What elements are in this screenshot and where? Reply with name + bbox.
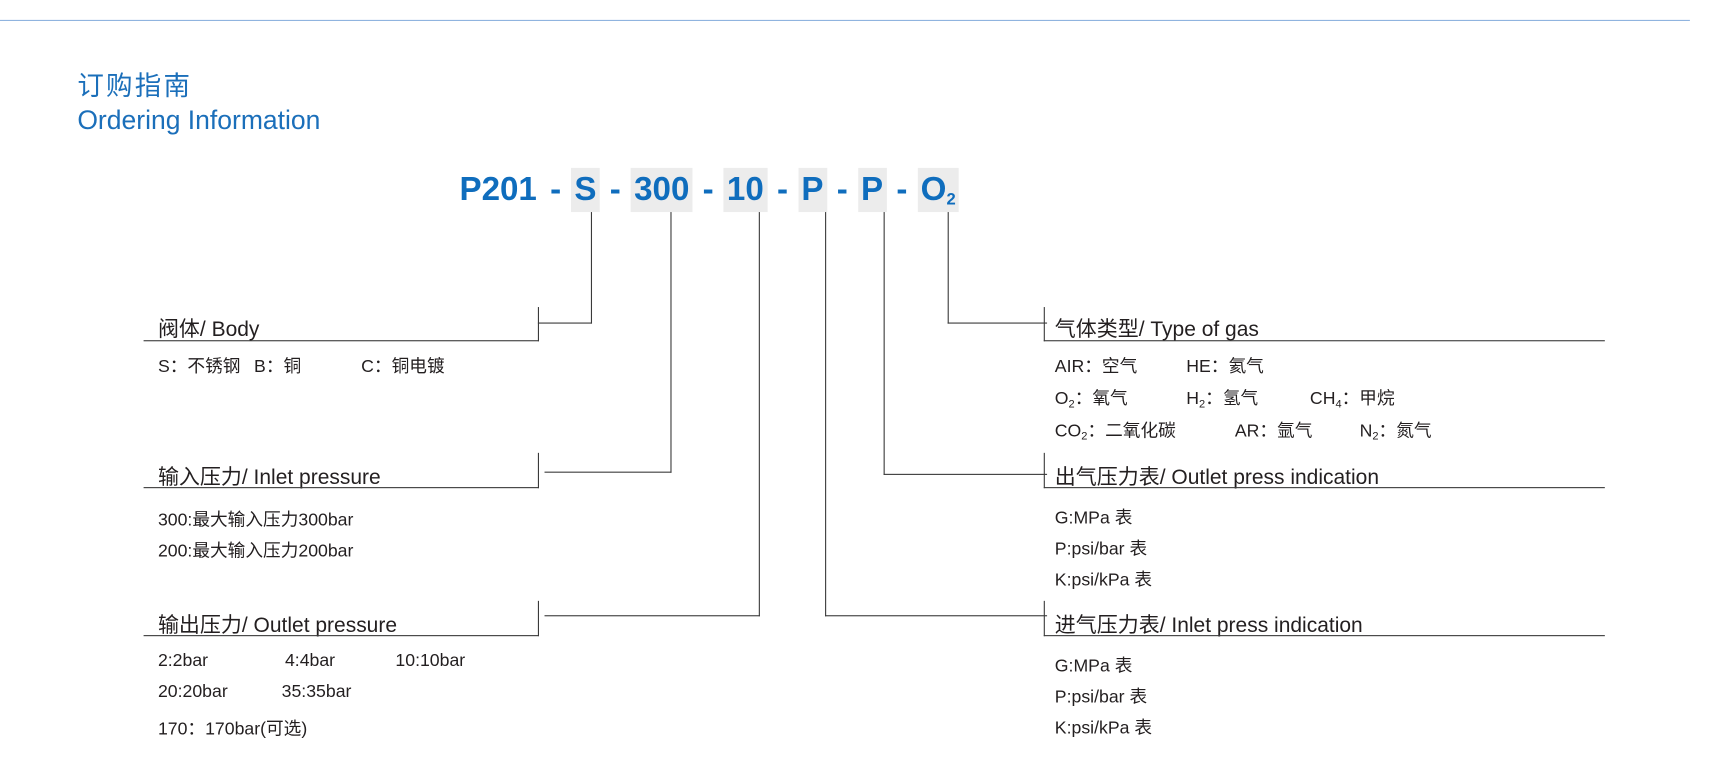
connector-outlet (758, 212, 760, 617)
section-bracket (537, 600, 539, 637)
title-chinese: 订购指南 (77, 71, 193, 102)
code-body: S (571, 167, 600, 213)
gas-option: AIR：空气 (1054, 357, 1138, 377)
outlet-pressure-heading: 输出压力/ Outlet pressure (157, 614, 398, 638)
connector-inlet (544, 471, 672, 473)
code-inlet-gauge: P (798, 167, 827, 213)
gas-type-heading: 气体类型/ Type of gas (1054, 318, 1259, 342)
connector-gas (947, 212, 949, 324)
code-gas-symbol: O (920, 171, 947, 208)
section-bracket (1043, 452, 1045, 489)
code-separator: - (836, 171, 848, 208)
code-inlet: 300 (630, 167, 693, 213)
outlet-gauge-heading: 出气压力表/ Outlet press indication (1054, 466, 1380, 490)
body-option: S：不锈钢 (157, 357, 241, 377)
inlet-pressure-heading: 输入压力/ Inlet pressure (157, 466, 381, 490)
section-bracket (1043, 600, 1045, 637)
code-gas: O2 (917, 167, 959, 213)
outlet-pressure-option: 20:20bar (157, 682, 228, 702)
gas-option: H2：氢气 (1186, 389, 1259, 411)
body-heading: 阀体/ Body (157, 318, 260, 342)
code-separator: - (609, 171, 621, 208)
section-underline (143, 487, 539, 489)
inlet-gauge-option: K:psi/kPa 表 (1054, 719, 1153, 738)
gas-option: CH4：甲烷 (1309, 389, 1395, 411)
inlet-gauge-heading: 进气压力表/ Inlet press indication (1054, 614, 1363, 638)
connector-outlet (544, 615, 760, 617)
gas-option: AR：氩气 (1234, 421, 1313, 441)
inlet-pressure-option: 300:最大输入压力300bar (157, 511, 354, 531)
inlet-gauge-option: P:psi/bar 表 (1054, 688, 1148, 707)
outlet-pressure-option: 10:10bar (395, 651, 466, 671)
code-gas-subscript: 2 (946, 189, 956, 209)
top-divider (0, 19, 1690, 21)
inlet-pressure-option: 200:最大输入压力200bar (157, 542, 354, 562)
code-separator: - (777, 171, 789, 208)
section-bracket (537, 307, 539, 342)
section-underline (1043, 340, 1605, 342)
section-bracket (537, 452, 539, 489)
gas-option: CO2：二氧化碳 (1054, 421, 1176, 443)
connector-outlet-gauge (883, 473, 1048, 475)
outlet-pressure-option: 2:2bar (157, 651, 209, 671)
connector-body (537, 322, 593, 324)
outlet-pressure-option: 4:4bar (284, 651, 336, 671)
code-outlet: 10 (723, 167, 768, 213)
connector-inlet-gauge (825, 615, 1048, 617)
gas-option: N2：氮气 (1359, 421, 1432, 443)
inlet-gauge-option: G:MPa 表 (1054, 657, 1133, 676)
outlet-gauge-option: G:MPa 表 (1054, 509, 1133, 528)
connector-inlet-gauge (825, 212, 827, 617)
connector-outlet-gauge (883, 212, 885, 475)
connector-body (590, 212, 593, 324)
connector-gas (947, 322, 1048, 324)
section-underline (143, 635, 539, 637)
code-outlet-gauge: P (857, 167, 887, 213)
outlet-pressure-option: 170：170bar(可选) (157, 720, 308, 739)
outlet-gauge-option: K:psi/kPa 表 (1054, 571, 1153, 590)
section-bracket (1043, 307, 1045, 342)
gas-option: HE：氦气 (1186, 357, 1264, 377)
connector-inlet (670, 212, 672, 473)
title-english: Ordering Information (77, 106, 321, 136)
gas-option: O2：氧气 (1054, 389, 1128, 411)
code-separator: - (550, 171, 562, 208)
code-separator: - (702, 171, 714, 208)
outlet-pressure-option: 35:35bar (281, 682, 352, 702)
section-underline (1043, 635, 1605, 637)
code-base: P201 (459, 171, 537, 208)
body-option: B：铜 (254, 357, 302, 377)
code-separator: - (896, 171, 908, 208)
outlet-gauge-option: P:psi/bar 表 (1054, 540, 1148, 559)
model-code: P201 - S - 300 - 10 - P - P - O2 (456, 167, 959, 213)
section-underline (1043, 487, 1605, 489)
section-underline (143, 340, 539, 342)
body-option: C：铜电镀 (361, 357, 445, 377)
